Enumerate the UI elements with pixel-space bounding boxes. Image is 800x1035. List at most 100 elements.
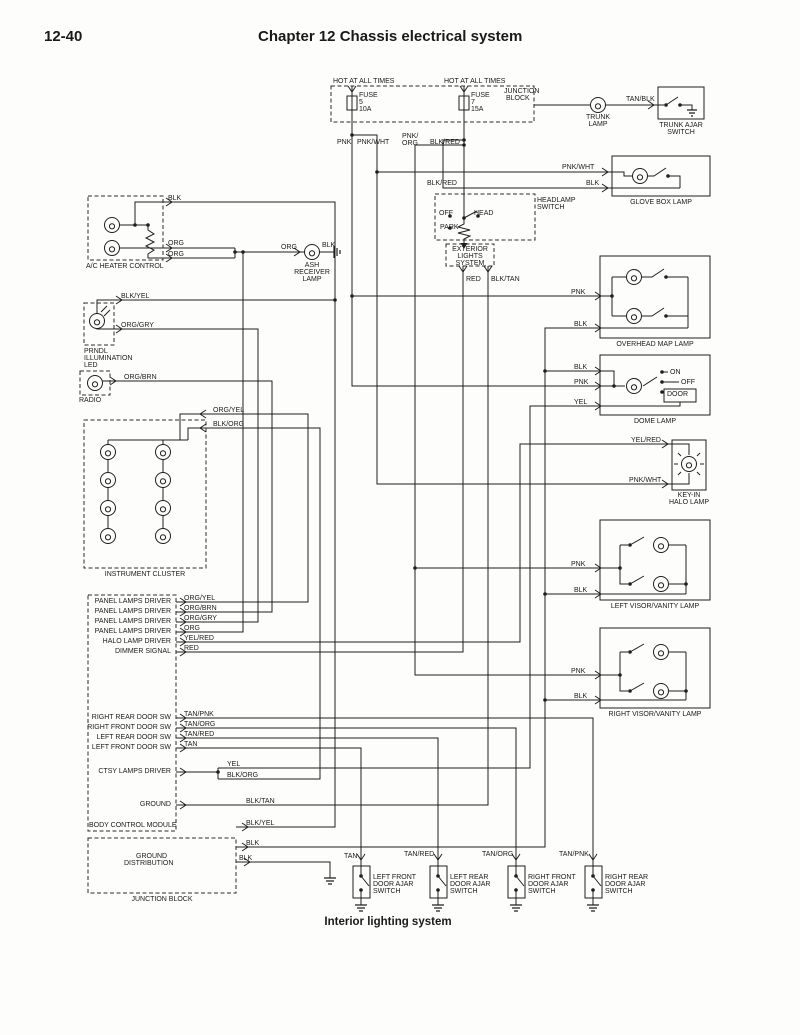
junction-block-top-box [330, 85, 535, 123]
diagram-label: TAN/ORG [482, 851, 514, 858]
page-number: 12-40 [44, 28, 83, 45]
diagram-label: BLK/RED [427, 180, 457, 187]
trunk-ajar-switch-box [657, 86, 705, 120]
diagram-label: GLOVE BOX LAMP [630, 199, 692, 206]
diagram-label: TRUNK [585, 114, 611, 121]
ash-receiver-lamp-icon [304, 244, 320, 260]
diagram-label: 15A [471, 106, 484, 113]
ac-heater-control-box [87, 195, 164, 261]
diagram-label: KEY-IN [677, 492, 701, 499]
cluster-lamp-icon [155, 500, 171, 516]
diagram-label: LAMP [588, 121, 608, 128]
glove-box-lamp-icon [632, 168, 648, 184]
diagram-label: SWITCH [528, 888, 556, 895]
diagram-label: BLK [586, 180, 600, 187]
diagram-label: ON [670, 369, 681, 376]
ac-lamp-icon [104, 240, 120, 256]
diagram-label: OFF [439, 210, 453, 217]
diagram-label: 7 [471, 99, 475, 106]
diagram-label: HOT AT ALL TIMES [333, 78, 395, 85]
diagram-label: RIGHT FRONT [528, 874, 576, 881]
diagram-label: PNK/WHT [357, 139, 390, 146]
diagram-label: ORG [402, 140, 418, 147]
diagram-label: TAN/ORG [184, 721, 216, 728]
diagram-label: PANEL LAMPS DRIVER [94, 628, 171, 635]
diagram-label: OFF [681, 379, 695, 386]
diagram-label: SYSTEM [455, 260, 485, 267]
diagram-label: BLK [574, 587, 588, 594]
map-lamp-icon [626, 269, 642, 285]
diagram-label: DOOR AJAR [373, 881, 414, 888]
diagram-label: PNK/WHT [562, 164, 595, 171]
left-visor-lamp-box [599, 519, 711, 601]
diagram-label: LEFT REAR DOOR SW [96, 734, 171, 741]
diagram-label: PARK [440, 224, 459, 231]
diagram-label: DISTRIBUTION [124, 860, 174, 867]
diagram-label: JUNCTION BLOCK [131, 896, 193, 903]
dome-door-contact-box [663, 388, 697, 403]
diagram-label: PANEL LAMPS DRIVER [94, 608, 171, 615]
diagram-label: BODY CONTROL MODULE [89, 822, 177, 829]
diagram-label: ORG [168, 240, 184, 247]
diagram-label: RED [466, 276, 481, 283]
diagram-label: RADIO [79, 397, 102, 404]
cluster-lamp-icon [155, 528, 171, 544]
diagram-label: BLK [322, 242, 336, 249]
diagram-label: BLOCK [506, 95, 530, 102]
diagram-label: SWITCH [450, 888, 478, 895]
diagram-label: TAN/PNK [184, 711, 214, 718]
diagram-label: DOOR AJAR [605, 881, 646, 888]
diagram-label: HALO LAMP DRIVER [102, 638, 171, 645]
cluster-lamp-icon [100, 528, 116, 544]
headlamp-switch-box [434, 193, 536, 241]
diagram-label: OVERHEAD MAP LAMP [616, 341, 694, 348]
exterior-lights-box [445, 243, 495, 267]
diagram-label: ASH [304, 262, 320, 269]
fuse-7-icon [458, 95, 470, 111]
key-in-halo-lamp-box [671, 439, 707, 491]
key-in-halo-lamp-icon [681, 456, 697, 472]
diagram-label: LEFT FRONT DOOR SW [91, 744, 171, 751]
diagram-label: BLK/RED [430, 139, 460, 146]
diagram-label: YEL/RED [631, 437, 661, 444]
diagram-label: BLK/YEL [246, 820, 275, 827]
prndl-led-box [83, 302, 115, 346]
diagram-label: ORG/YEL [213, 407, 245, 414]
diagram-label: ILLUMINATION [84, 355, 133, 362]
ac-lamp-icon [104, 217, 120, 233]
diagram-label: DOOR [667, 391, 688, 398]
diagram-label: TAN/BLK [626, 96, 655, 103]
radio-lamp-icon [87, 375, 103, 391]
diagram-label: LEFT VISOR/VANITY LAMP [610, 603, 700, 610]
diagram-label: PANEL LAMPS DRIVER [94, 598, 171, 605]
diagram-label: 10A [359, 106, 372, 113]
diagram-label: PNK [574, 379, 589, 386]
cluster-lamp-icon [100, 472, 116, 488]
diagram-label: TAN/RED [404, 851, 435, 858]
prndl-led-icon [89, 313, 105, 329]
visor-lamp-icon [653, 537, 669, 553]
diagram-label: YEL/RED [184, 635, 214, 642]
diagram-label: DOOR AJAR [450, 881, 491, 888]
diagram-label: LEFT FRONT [373, 874, 417, 881]
junction-block-bottom-box [87, 837, 237, 894]
diagram-label: BLK/ORG [213, 421, 245, 428]
diagram-label: RIGHT FRONT DOOR SW [87, 724, 171, 731]
arrowheads [460, 243, 468, 249]
diagram-label: SWITCH [605, 888, 633, 895]
right-front-door-switch-box [507, 865, 526, 899]
diagram-label: HALO LAMP [668, 499, 710, 506]
diagram-label: DOOR AJAR [528, 881, 569, 888]
cluster-lamp-icon [155, 472, 171, 488]
radio-box [79, 370, 111, 396]
diagram-label: HEAD [474, 210, 494, 217]
diagram-label: PRNDL [84, 348, 108, 355]
diagram-label: SWITCH [373, 888, 401, 895]
body-control-module-box [87, 594, 177, 832]
diagram-label: ORG [281, 244, 297, 251]
diagram-label: LED [84, 362, 98, 369]
map-lamp-icon [626, 308, 642, 324]
diagram-label: PNK [571, 289, 586, 296]
connector-chevrons [109, 85, 669, 867]
